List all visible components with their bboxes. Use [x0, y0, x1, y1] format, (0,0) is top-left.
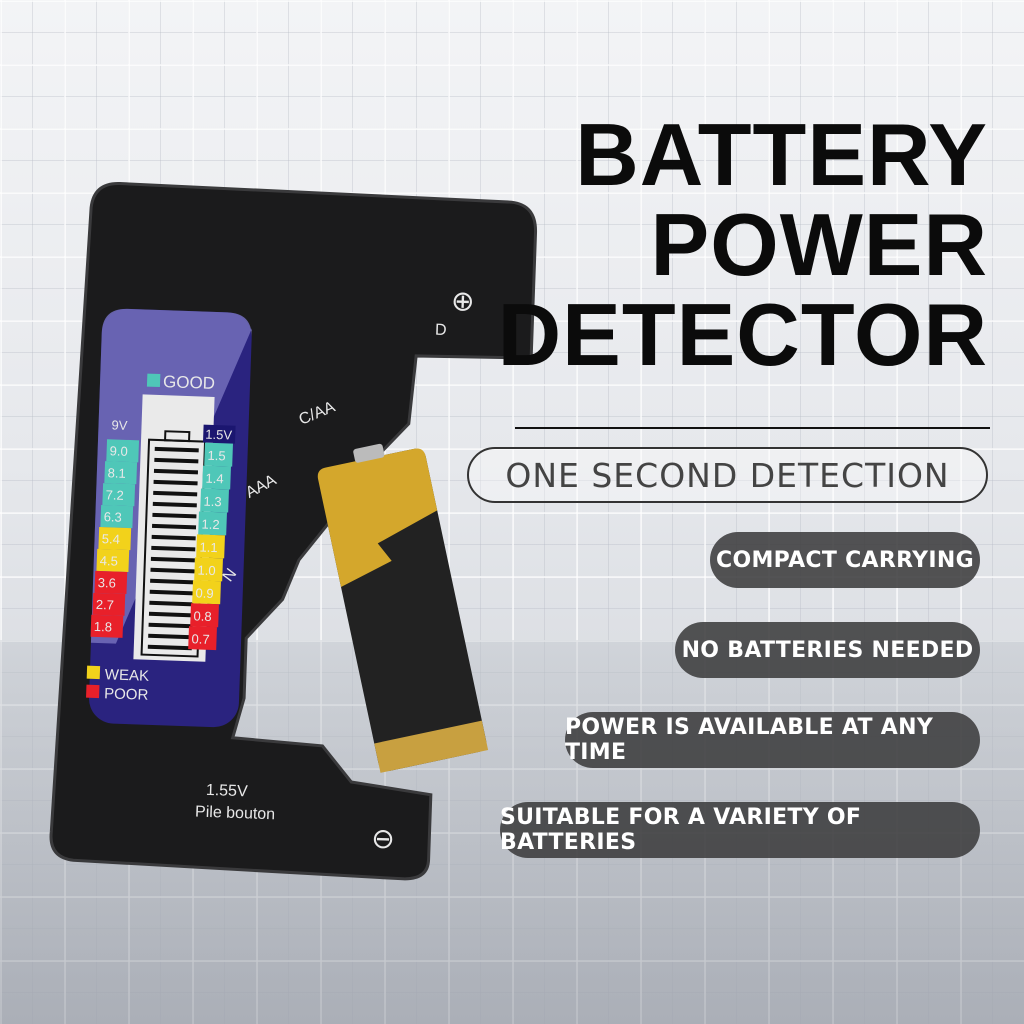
meter-bar [154, 457, 199, 464]
meter-bar [151, 523, 197, 530]
headline-line: DETECTOR [497, 285, 988, 384]
left-scale-label: 4.5 [100, 553, 119, 569]
left-scale-label: 6.3 [103, 509, 122, 525]
meter-bar [147, 644, 192, 651]
left-scale-cell [100, 505, 134, 529]
right-scale-label: 1.3 [203, 494, 222, 510]
right-scale-label: 1.0 [197, 562, 216, 578]
right-scale-cell [188, 626, 217, 651]
button-cell-label: 1.55V [206, 782, 249, 800]
feature-pill: SUITABLE FOR A VARIETY OF BATTERIES [500, 802, 980, 858]
plus-icon: ⊕ [451, 285, 476, 317]
meter-bar [150, 567, 195, 574]
meter-bar [153, 479, 198, 486]
meter-bar [153, 490, 198, 497]
button-cell-sublabel: Pile bouton [195, 804, 276, 824]
headline-line: POWER [650, 195, 988, 294]
aa-battery [317, 443, 489, 773]
right-scale-cell [198, 511, 227, 536]
meter-bar [148, 611, 194, 618]
weak-legend-swatch [86, 665, 101, 680]
right-scale-cell [190, 603, 219, 628]
meter-bar [153, 468, 199, 475]
left-scale-cell [104, 461, 138, 485]
right-scale-label: 0.8 [193, 608, 212, 624]
right-scale-label: 1.1 [199, 540, 218, 556]
left-scale-label: 2.7 [96, 597, 115, 613]
left-scale-cell [96, 548, 130, 573]
right-scale-cell [196, 534, 225, 559]
left-scale-label: 8.1 [107, 465, 126, 481]
left-scale-cell [92, 592, 126, 616]
right-scale-cell [204, 442, 233, 467]
d-slot-label: D [435, 322, 447, 339]
feature-pill: POWER IS AVAILABLE AT ANY TIME [565, 712, 980, 768]
weak-label: WEAK [105, 666, 150, 685]
meter-bar [148, 633, 193, 640]
left-scale-label: 3.6 [98, 575, 117, 591]
meter-bar [151, 545, 196, 552]
meter-bar [154, 446, 199, 453]
left-scale-cell [90, 614, 124, 638]
right-scale-label: 0.7 [191, 631, 210, 647]
feature-pill: NO BATTERIES NEEDED [675, 622, 980, 678]
right-scale-cell [202, 465, 231, 490]
right-scale-label: 0.9 [195, 585, 214, 601]
1.5v-header: 1.5V [205, 427, 233, 443]
poor-legend-swatch [86, 684, 100, 699]
subtitle-pill: ONE SECOND DETECTION [467, 447, 988, 503]
meter-bar [152, 512, 197, 519]
feature-pill: COMPACT CARRYING [710, 532, 980, 588]
left-scale-label: 1.8 [94, 619, 113, 635]
meter-bar [150, 578, 195, 585]
good-label: GOOD [163, 372, 216, 393]
right-scale-label: 1.5 [207, 448, 226, 464]
left-scale-label: 7.2 [105, 487, 124, 503]
meter-bar [151, 534, 196, 541]
left-scale-label: 9.0 [109, 443, 128, 459]
left-scale-label: 5.4 [102, 531, 121, 547]
meter-bar [149, 600, 194, 607]
right-scale-cell [194, 557, 223, 582]
left-scale-cell [94, 570, 128, 594]
right-scale-label: 1.4 [205, 471, 224, 487]
minus-icon: ⊖ [371, 823, 396, 855]
meter-bar [149, 589, 194, 596]
meter-bar [152, 501, 197, 508]
meter-bar [150, 556, 195, 563]
right-scale-label: 1.2 [201, 517, 220, 533]
poor-label: POOR [104, 685, 149, 704]
divider [515, 427, 990, 429]
left-scale-cell [98, 526, 132, 551]
left-scale-cell [102, 483, 136, 507]
right-scale-cell [200, 488, 229, 513]
meter-bar [148, 622, 193, 629]
left-scale-cell [106, 439, 140, 463]
9v-header: 9V [111, 417, 128, 433]
headline: BATTERY POWER DETECTOR [498, 110, 988, 380]
good-legend-swatch [146, 373, 161, 388]
right-scale-cell [192, 580, 221, 605]
headline-line: BATTERY [575, 105, 988, 204]
